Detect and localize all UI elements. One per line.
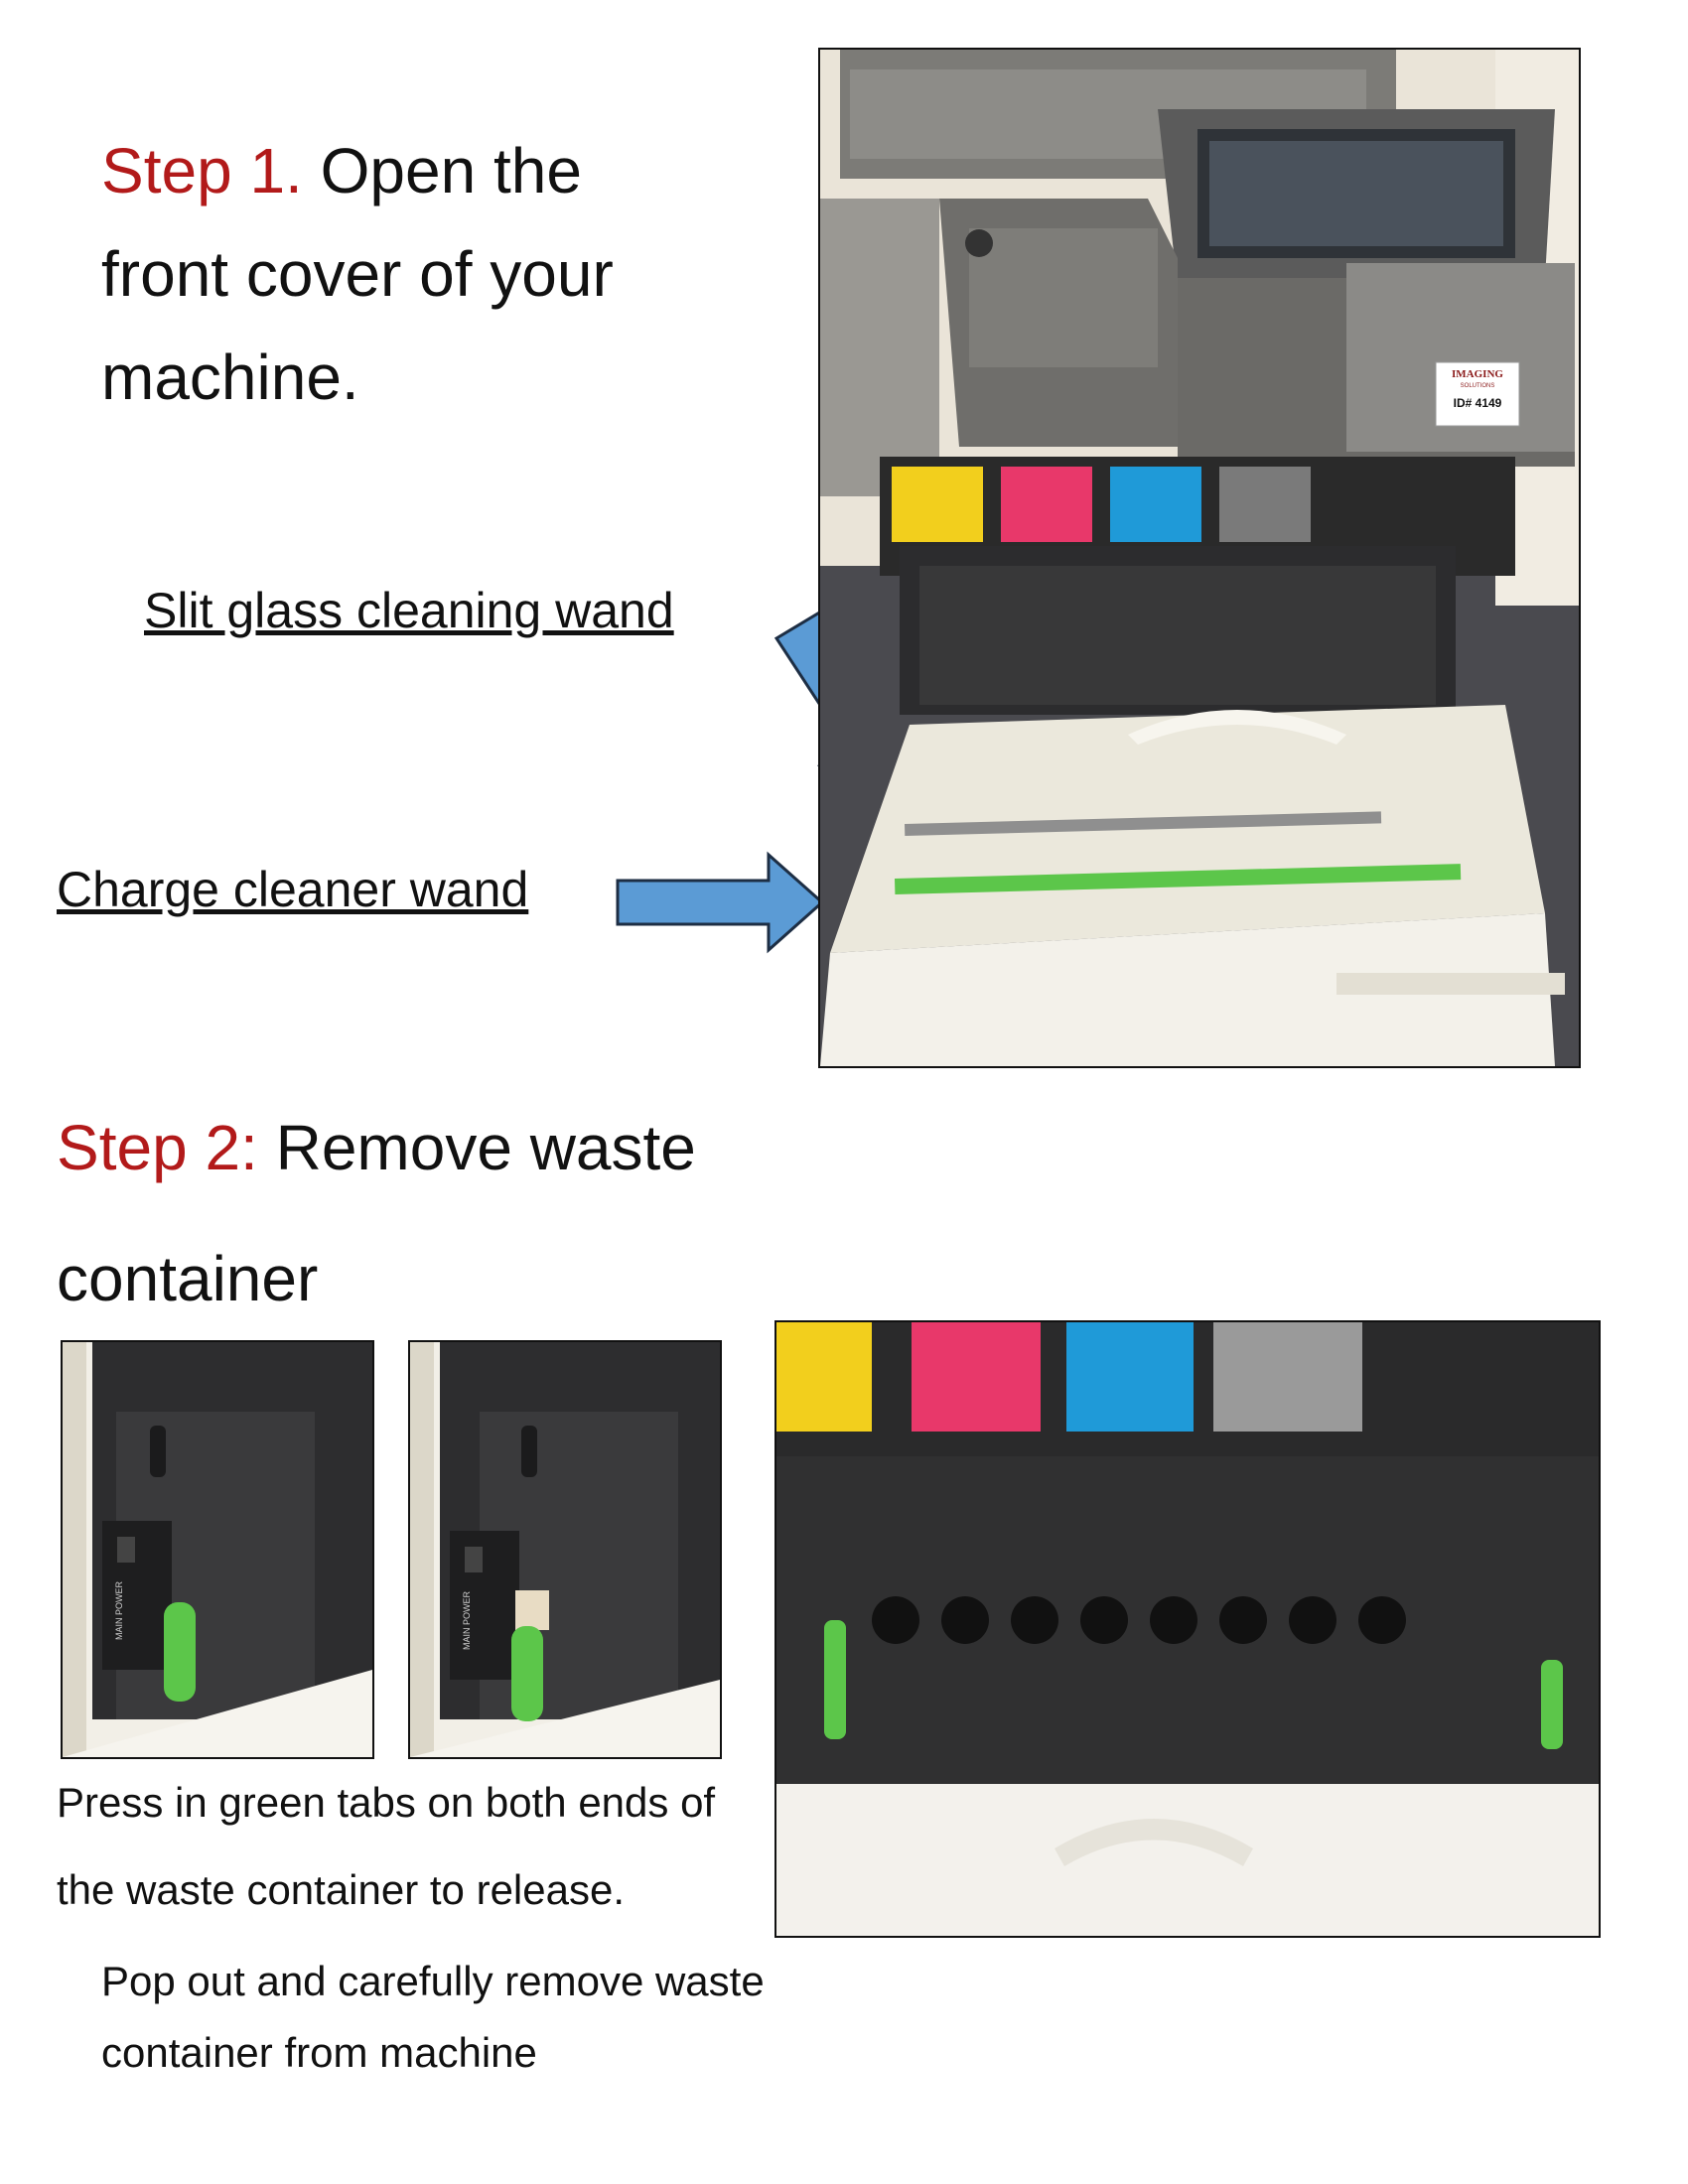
copier-front-cover-photo: IMAGING SOLUTIONS ID# 4149	[818, 48, 1581, 1068]
step2-text: Remove waste container	[57, 1112, 696, 1314]
main-power-label-2: MAIN POWER	[462, 1590, 472, 1650]
copier-illustration: IMAGING SOLUTIONS ID# 4149	[820, 50, 1579, 1066]
press-tabs-instruction: Press in green tabs on both ends of the …	[57, 1779, 716, 1913]
step2-label: Step 2:	[57, 1112, 258, 1183]
pop-out-instruction: Pop out and carefully remove waste conta…	[101, 1958, 765, 2076]
step1-heading: Step 1. Open the front cover of your mac…	[101, 119, 717, 429]
right-green-tab	[1541, 1660, 1563, 1749]
main-power-label-1: MAIN POWER	[114, 1580, 124, 1640]
left-green-tab	[824, 1620, 846, 1739]
step1-label: Step 1.	[101, 135, 303, 206]
step1-text: Open the front cover of your machine.	[101, 135, 614, 413]
charge-cleaner-arrow-shape	[616, 851, 825, 954]
black-toner	[1213, 1322, 1362, 1432]
step2-heading: Step 2: Remove waste container	[57, 1082, 781, 1344]
charge-cleaner-arrow	[616, 851, 825, 954]
slit-glass-wand-callout: Slit glass cleaning wand	[144, 583, 674, 638]
green-tab-closeup-photo-2: MAIN POWER	[408, 1340, 722, 1759]
green-tab	[511, 1626, 543, 1721]
badge-line1: IMAGING	[1452, 368, 1503, 380]
yellow-toner	[892, 467, 983, 542]
green-tab	[164, 1602, 196, 1702]
green-tab-closeup-photo-1: MAIN POWER	[61, 1340, 374, 1759]
cyan-toner	[1110, 467, 1201, 542]
badge-line2: SOLUTIONS	[1461, 383, 1495, 389]
yellow-toner	[776, 1322, 872, 1432]
black-toner	[1219, 467, 1311, 542]
magenta-toner	[912, 1322, 1041, 1432]
charge-cleaner-wand-callout: Charge cleaner wand	[57, 862, 529, 917]
magenta-toner	[1001, 467, 1092, 542]
waste-container-photo	[774, 1320, 1601, 1938]
badge-id: ID# 4149	[1454, 396, 1502, 410]
cyan-toner	[1066, 1322, 1194, 1432]
